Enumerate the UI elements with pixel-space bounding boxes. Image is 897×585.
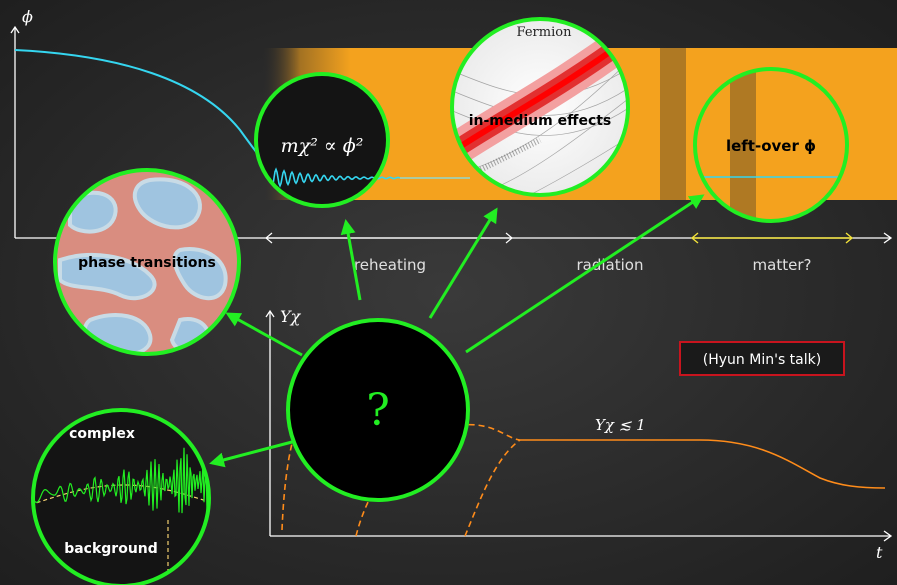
talk-note: (Hyun Min's talk) — [703, 352, 821, 368]
fermion-title: Fermion — [517, 25, 573, 40]
mass-circle: mχ² ∝ ϕ² — [254, 72, 390, 208]
question-circle: ? — [286, 318, 470, 502]
connector-arrows — [209, 194, 705, 468]
abundance-solid — [520, 439, 886, 489]
band-dark-stripe — [660, 48, 686, 200]
phase-transition-circle: phase transitions — [53, 168, 241, 356]
matter-interval — [690, 232, 854, 244]
talk-note-box — [679, 341, 845, 376]
bottom-axes — [265, 309, 893, 542]
leftover-label: left-over ϕ — [726, 137, 816, 155]
phase-label-reheating: reheating — [354, 256, 426, 274]
phase-transition-label: phase transitions — [78, 255, 216, 271]
mass-relation: mχ² ∝ ϕ² — [281, 135, 364, 157]
abundance-dashed-3 — [464, 439, 521, 537]
background-label: background — [64, 541, 158, 557]
bottom-y-axis-label: Yχ — [280, 307, 302, 326]
top-y-axis-label: ϕ — [22, 7, 33, 26]
complex-circle: complex background — [31, 408, 211, 585]
in-medium-label: in-medium effects — [469, 113, 612, 129]
complex-label: complex — [69, 426, 135, 442]
leftover-circle: left-over ϕ — [693, 67, 849, 223]
question-mark: ? — [366, 385, 390, 436]
phase-label-matter: matter? — [753, 256, 812, 274]
plateau-label: Yχ ≲ 1 — [595, 416, 646, 434]
reheating-interval — [265, 232, 513, 244]
time-axis-label: t — [876, 543, 883, 562]
